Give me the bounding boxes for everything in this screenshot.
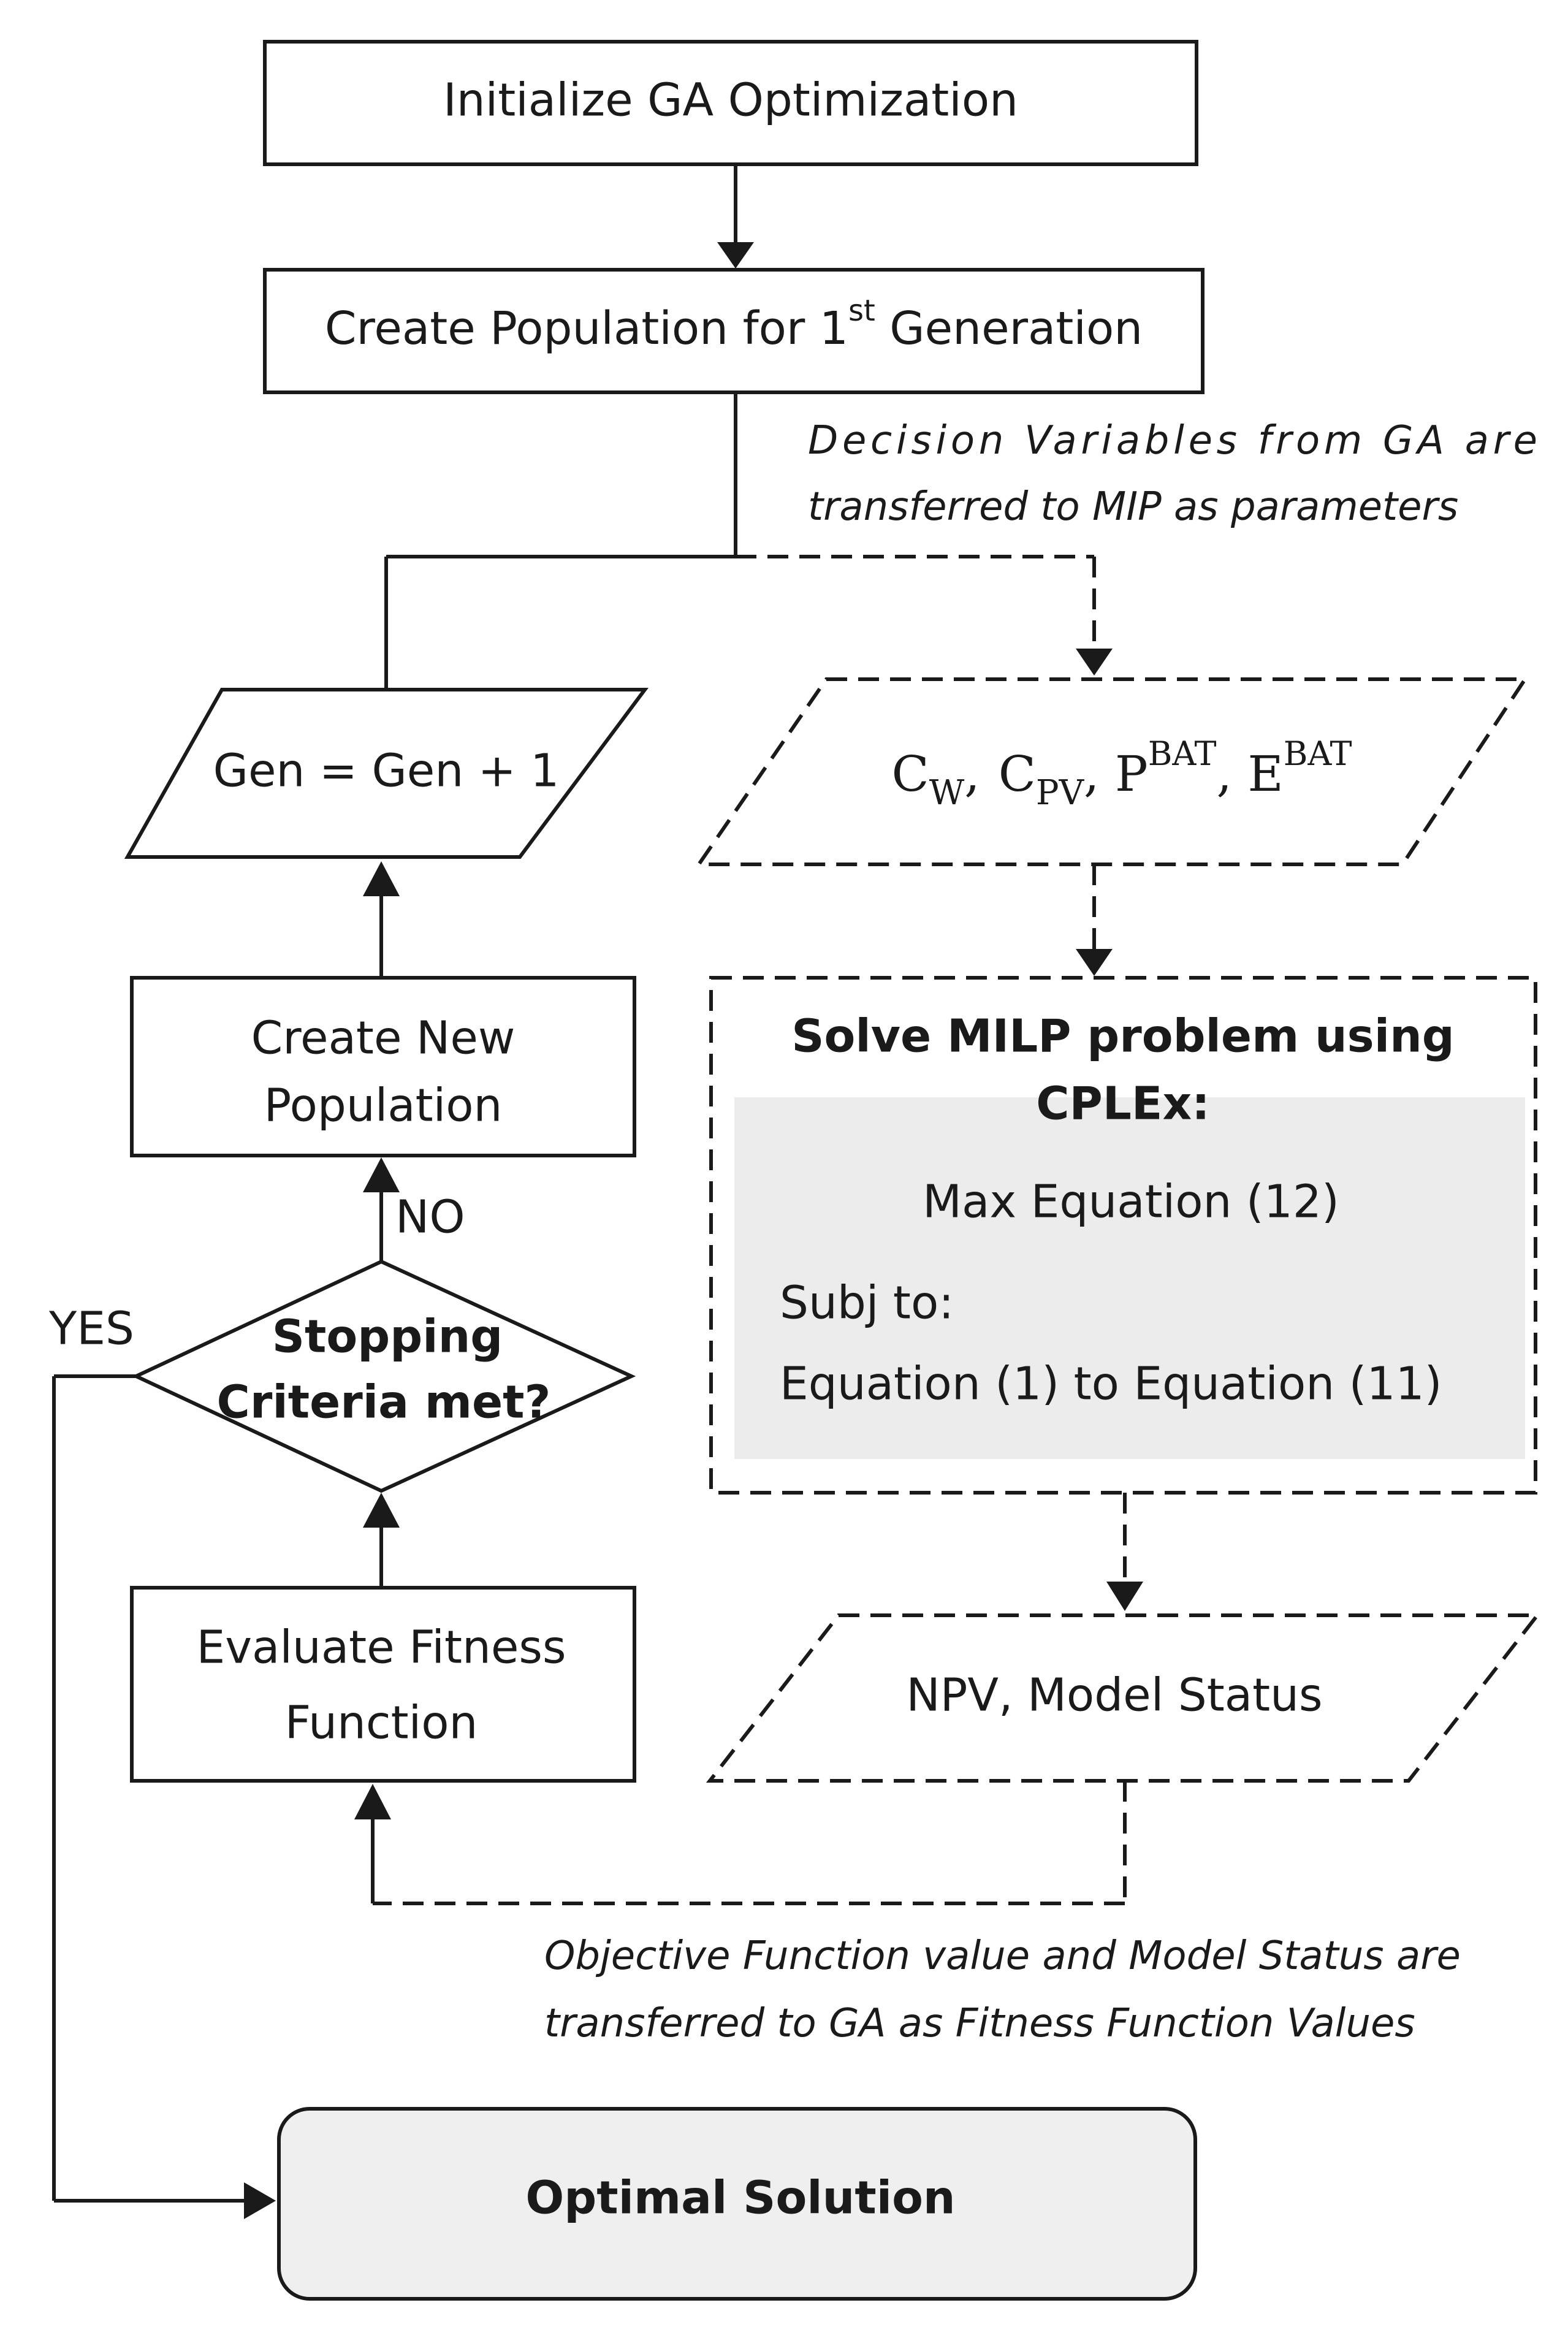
- evaluate-line1: Evaluate Fitness: [196, 1621, 566, 1674]
- arrow-head-to-evaluate: [354, 1784, 391, 1819]
- note-decision-line1: Decision Variables from GA are: [808, 418, 1537, 463]
- arrow-head-to-params: [1076, 649, 1113, 676]
- params-label: CW,CPV, PBAT, EBAT: [891, 734, 1352, 813]
- arrow-head-to-gen: [363, 861, 400, 896]
- create-population-label: Create Population for 1st Generation: [325, 294, 1143, 355]
- create-new-line1: Create New: [251, 1012, 516, 1065]
- note-objective-line1: Objective Function value and Model Statu…: [544, 1933, 1461, 1979]
- create-new-line2: Population: [264, 1080, 503, 1132]
- evaluate-line2: Function: [285, 1697, 478, 1750]
- create-population-box: [263, 268, 1205, 394]
- note-decision-line2: transferred to MIP as parameters: [808, 484, 1458, 530]
- milp-constraints: Equation (1) to Equation (11): [780, 1358, 1442, 1411]
- milp-subject-to: Subj to:: [780, 1277, 954, 1330]
- milp-shaded-panel: [734, 1097, 1525, 1459]
- arrow-head-to-npv: [1106, 1582, 1143, 1611]
- evaluate-fitness-box: [130, 1586, 636, 1783]
- arrow-head-init-to-create: [717, 242, 754, 268]
- params-box: [695, 677, 1529, 866]
- npv-label: NPV, Model Status: [906, 1669, 1322, 1722]
- npv-box: [706, 1613, 1542, 1783]
- note-objective-line2: transferred to GA as Fitness Function Va…: [544, 2001, 1415, 2046]
- stopping-line2: Criteria met?: [217, 1376, 551, 1429]
- milp-objective: Max Equation (12): [923, 1176, 1339, 1228]
- arrow-head-to-milp: [1076, 949, 1113, 976]
- edge-label-yes: YES: [48, 1303, 134, 1355]
- stopping-criteria-diamond: [131, 1259, 636, 1493]
- milp-title-line1: Solve MILP problem using: [791, 1010, 1454, 1063]
- gen-increment-label: Gen = Gen + 1: [213, 745, 560, 798]
- init-box: [263, 40, 1198, 166]
- stopping-line1: Stopping: [272, 1311, 503, 1363]
- optimal-solution-box: [277, 2107, 1197, 2301]
- optimal-solution-label: Optimal Solution: [525, 2172, 955, 2225]
- arrow-head-to-stop: [363, 1493, 400, 1528]
- arrow-head-to-optimal: [244, 2182, 276, 2219]
- milp-title-line2: CPLEx:: [1036, 1078, 1210, 1130]
- create-new-population-box: [130, 976, 636, 1157]
- gen-increment-box: [124, 688, 649, 859]
- arrow-head-to-newpop: [363, 1157, 400, 1192]
- init-label: Initialize GA Optimization: [443, 74, 1018, 127]
- edge-label-no: NO: [395, 1191, 465, 1244]
